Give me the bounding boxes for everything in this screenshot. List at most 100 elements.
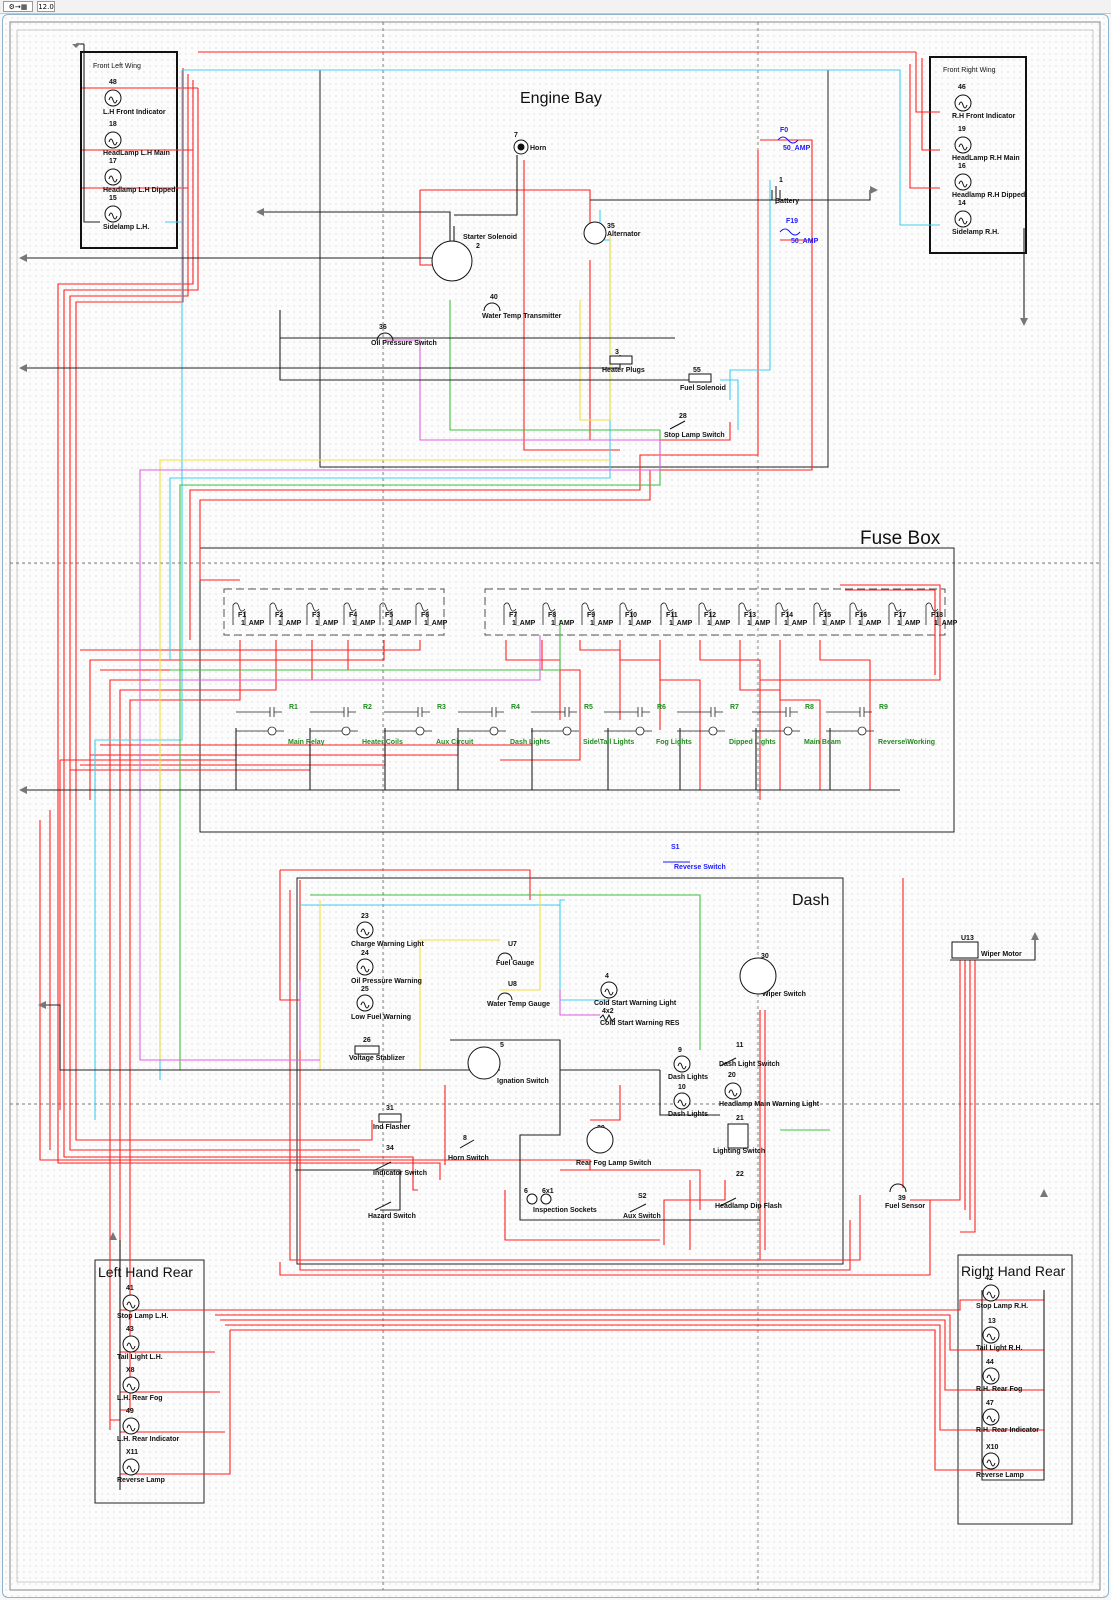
comp-24-label: Oil Pressure Warning	[351, 978, 422, 985]
comp-48-label: L.H Front Indicator	[103, 109, 166, 116]
comp-22-num: 22	[736, 1171, 744, 1178]
fuse-f0-icon	[777, 136, 799, 144]
component-symbols	[354, 136, 979, 1213]
comp-35-label: Alternator	[607, 231, 641, 238]
lamp-icon	[982, 1408, 1000, 1426]
comp-u13-num: U13	[961, 935, 974, 942]
comp-10-label: Dash Lights	[668, 1111, 708, 1118]
comp-15-label: Sidelamp L.H.	[103, 224, 149, 231]
fuse-rating: 1_AMP	[747, 620, 771, 627]
fuse-f19-icon	[779, 228, 801, 236]
comp-hazard-label: Hazard Switch	[368, 1213, 416, 1220]
comp-34-num: 34	[386, 1145, 394, 1152]
comp-49-label: L.H. Rear Indicator	[117, 1436, 180, 1443]
comp-u8-label: Water Temp Gauge	[487, 1001, 550, 1008]
comp-41-label: Stop Lamp L.H.	[117, 1313, 168, 1320]
comp-30-label: Wiper Switch	[762, 991, 806, 998]
fuse-f19-num: F19	[786, 218, 798, 225]
relay-label: Side\Tail Lights	[583, 739, 634, 746]
lamp-symbols	[104, 89, 1000, 1476]
lamp-icon	[122, 1294, 140, 1312]
fuel-sensor-icon	[889, 1183, 907, 1193]
lamp-icon	[122, 1335, 140, 1353]
fuse-f0-rating: 50_AMP	[783, 145, 811, 152]
comp-9-num: 9	[678, 1047, 682, 1054]
comp-23-num: 23	[361, 913, 369, 920]
comp-24-num: 24	[361, 950, 369, 957]
left-hand-rear-box	[94, 1259, 205, 1504]
fuse-rating: 1_AMP	[315, 620, 339, 627]
comp-47-num: 47	[986, 1400, 994, 1407]
oil-pressure-switch-icon	[376, 332, 394, 342]
engine-bay-title: Engine Bay	[520, 90, 602, 107]
fuse-rating: 1_AMP	[669, 620, 693, 627]
comp-49-num: 49	[126, 1408, 134, 1415]
comp-28-label: Stop Lamp Switch	[664, 432, 725, 439]
starter-solenoid-icon	[431, 240, 473, 282]
comp-26-label: Voltage Stablizer	[349, 1055, 405, 1062]
comp-u13-label: Wiper Motor	[981, 951, 1022, 958]
comp-43-num: 43	[126, 1326, 134, 1333]
fuse-f9: F91_AMP	[581, 602, 614, 627]
comp-20-label: Headlamp Main Warning Light	[719, 1101, 820, 1108]
lamp-icon	[356, 994, 374, 1012]
comp-14-num: 14	[958, 200, 966, 207]
relay-label: Main Beam	[804, 739, 841, 746]
comp-16-label: Headlamp R.H Dipped	[952, 192, 1025, 199]
comp-42-label: Stop Lamp R.H.	[976, 1303, 1028, 1310]
ground-arrows	[19, 44, 1048, 1240]
fuse-rating: 1_AMP	[512, 620, 536, 627]
comp-43-label: Tail Light L.H.	[117, 1354, 163, 1361]
fuse-number: F4	[349, 612, 357, 619]
comp-25-label: Low Fuel Warning	[351, 1014, 411, 1021]
lighting-switch-icon	[727, 1123, 749, 1149]
comp-42-num: 42	[985, 1275, 993, 1282]
lamp-icon	[122, 1458, 140, 1476]
relay-number: R4	[511, 704, 520, 711]
fuel-gauge-icon	[497, 952, 513, 961]
comp-48-num: 48	[109, 79, 117, 86]
comp-4x2-num: 4x2	[602, 1008, 614, 1015]
fuse-rating: 1_AMP	[707, 620, 731, 627]
switch-contacts-icon	[374, 1057, 737, 1213]
fuse-rating: 1_AMP	[278, 620, 302, 627]
comp-u7-num: U7	[508, 941, 517, 948]
comp-47-label: R.H. Rear Indicator	[976, 1427, 1039, 1434]
schematic-canvas[interactable]	[2, 14, 1109, 1598]
comp-x10-num: X10	[986, 1444, 999, 1451]
comp-28-num: 28	[679, 413, 687, 420]
relay-label: Reverse\Working	[878, 739, 935, 746]
tool-mode-button[interactable]: ⚙→▦	[3, 1, 33, 12]
relay-label: Dash Lights	[510, 739, 550, 746]
comp-41-num: 41	[126, 1285, 134, 1292]
ind-flasher-icon	[378, 1113, 402, 1123]
fuse-number: F18	[931, 612, 943, 619]
fuse-rating: 1_AMP	[858, 620, 882, 627]
lamp-icon	[954, 136, 972, 154]
comp-46-num: 46	[958, 84, 966, 91]
front-right-wing-box	[929, 56, 1027, 254]
comp-x10-label: Reverse Lamp	[976, 1472, 1024, 1479]
lamp-icon	[356, 958, 374, 976]
comp-9-label: Dash Lights	[668, 1074, 708, 1081]
fuse-f19-rating: 50_AMP	[791, 238, 819, 245]
heater-plugs-icon	[609, 355, 633, 365]
comp-39-label: Fuel Sensor	[885, 1203, 925, 1210]
comp-11-label: Dash Light Switch	[719, 1061, 780, 1068]
comp-13-label: Tail Light R.H.	[976, 1345, 1023, 1352]
comp-44-label: R.H. Rear Fog	[976, 1386, 1022, 1393]
fuse-number: F14	[781, 612, 793, 619]
zoom-level[interactable]: 12.0	[37, 1, 55, 12]
fuse-f4: F41_AMP	[343, 602, 376, 627]
fuse-number: F9	[587, 612, 595, 619]
fuse-f8: F81_AMP	[542, 602, 575, 627]
